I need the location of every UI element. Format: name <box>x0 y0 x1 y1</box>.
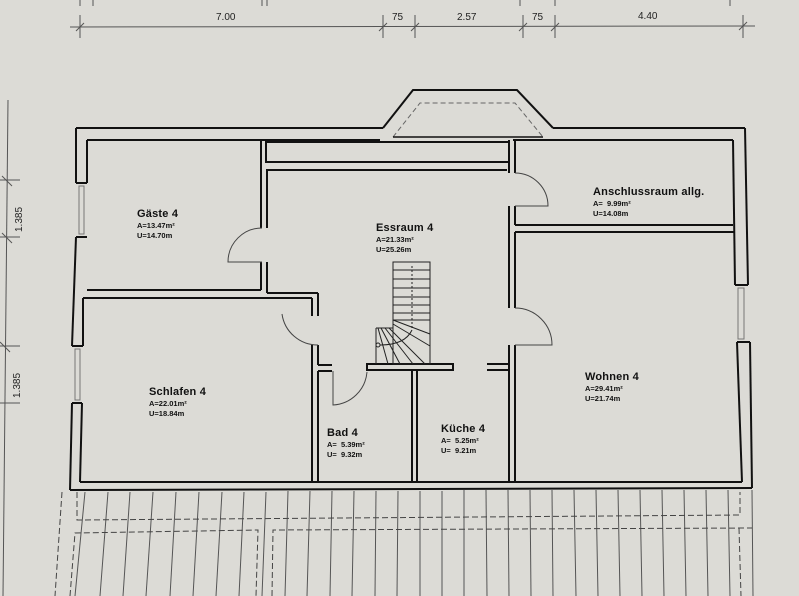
staircase <box>375 261 431 365</box>
room-perimeter: U= 9.32m <box>327 449 363 459</box>
dimension-label-top-3: 2.57 <box>457 12 477 23</box>
room-area: A= 9.99m² <box>593 199 631 208</box>
room-name: Anschlussraum allg. <box>593 186 705 198</box>
room-area: A=29.41m² <box>585 384 623 393</box>
room-area: A=21.33m² <box>376 235 414 244</box>
room-name: Küche 4 <box>441 423 486 435</box>
bay-window <box>382 89 554 138</box>
dimension-label-top-1: 7.00 <box>216 12 236 23</box>
room-schlafen: Schlafen 4 A=22.01m² U=18.84m <box>149 387 206 417</box>
room-anschlussraum: Anschlussraum allg. A= 9.99m² U=14.08m <box>593 187 704 217</box>
room-perimeter: U=14.08m <box>593 208 629 218</box>
room-perimeter: U=21.74m <box>585 393 621 403</box>
dimension-label-left-1: 1.385 <box>14 206 25 232</box>
room-perimeter: U= 9.21m <box>441 445 477 455</box>
dimension-label-top-4: 75 <box>532 12 544 23</box>
dimension-label-left-2: 1.385 <box>12 372 23 398</box>
room-gaeste: Gäste 4 A=13.47m² U=14.70m <box>137 209 178 239</box>
room-essraum: Essraum 4 A=21.33m² U=25.26m <box>376 223 433 253</box>
room-name: Wohnen 4 <box>585 371 639 383</box>
room-name: Essraum 4 <box>376 222 434 234</box>
room-area: A= 5.25m² <box>441 436 479 445</box>
room-perimeter: U=14.70m <box>137 230 173 240</box>
balcony-railing <box>74 489 754 596</box>
dimension-line-left <box>0 99 20 596</box>
room-name: Bad 4 <box>327 427 358 439</box>
dimension-label-top-5: 4.40 <box>638 11 658 22</box>
room-kueche: Küche 4 A= 5.25m² U= 9.21m <box>441 424 485 454</box>
room-name: Schlafen 4 <box>149 386 207 398</box>
interior-walls <box>83 140 735 482</box>
room-perimeter: U=25.26m <box>376 244 412 254</box>
room-wohnen: Wohnen 4 A=29.41m² U=21.74m <box>585 372 639 402</box>
room-area: A= 5.39m² <box>327 440 365 449</box>
room-perimeter: U=18.84m <box>149 408 185 418</box>
room-bad: Bad 4 A= 5.39m² U= 9.32m <box>327 428 365 458</box>
room-name: Gäste 4 <box>137 208 179 220</box>
balcony-outline <box>54 491 753 596</box>
room-area: A=22.01m² <box>149 399 187 408</box>
door-swings <box>227 172 553 406</box>
windows <box>74 185 745 401</box>
dimension-line-top <box>69 0 756 38</box>
room-area: A=13.47m² <box>137 221 175 230</box>
dimension-label-top-2: 75 <box>392 12 404 23</box>
